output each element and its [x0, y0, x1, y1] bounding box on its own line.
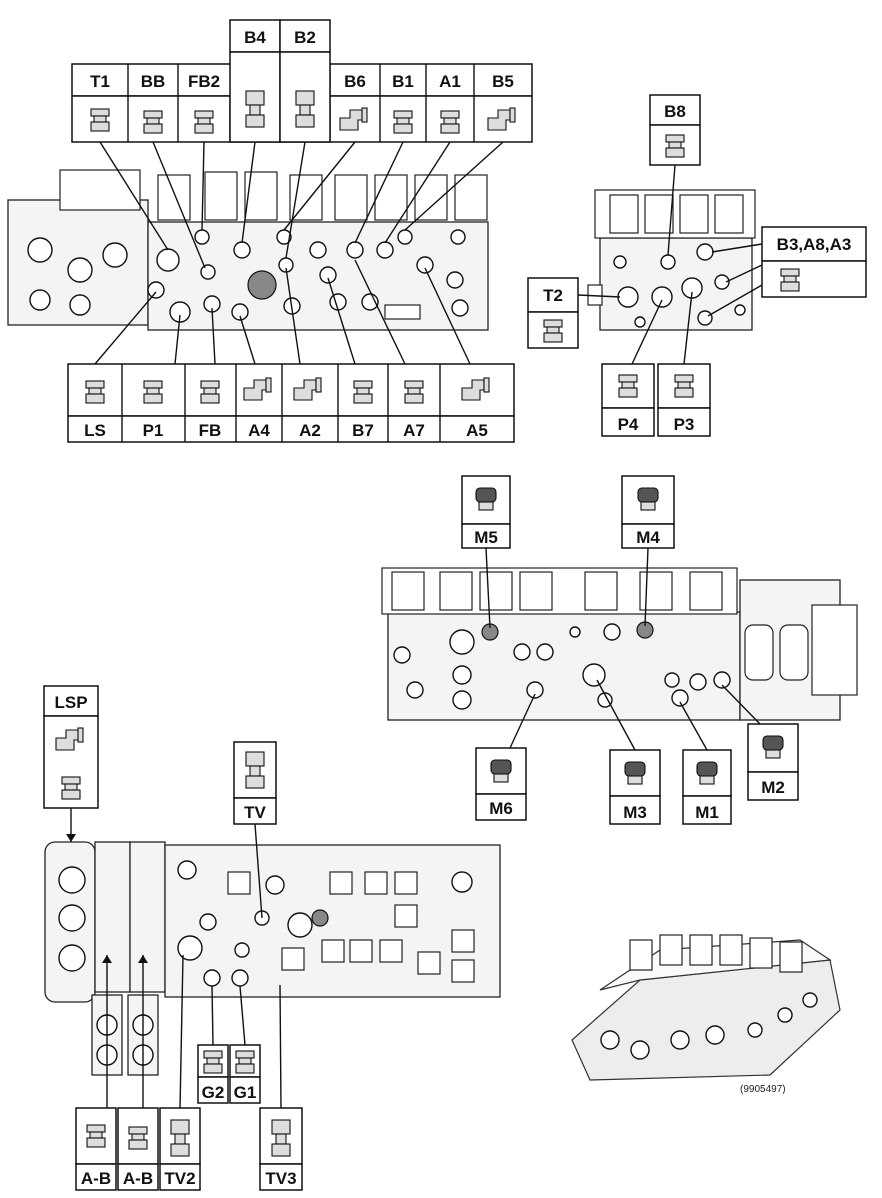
figure-number: (9905497): [740, 1084, 786, 1095]
label-LS: LS: [84, 421, 106, 440]
label-A1: A1: [439, 72, 461, 91]
fitting-icon: [618, 374, 638, 398]
label-TV3: TV3: [265, 1169, 296, 1188]
solenoid-row: [157, 171, 488, 221]
label-B5: B5: [492, 72, 514, 91]
label-B8: B8: [664, 102, 686, 121]
label-G2: G2: [202, 1083, 225, 1102]
label-M4: M4: [636, 528, 660, 547]
valve3-labels: M5 M4 M6 M3 M1 M2: [461, 475, 799, 825]
label-FB: FB: [199, 421, 222, 440]
label-B1: B1: [392, 72, 414, 91]
label-B6: B6: [344, 72, 366, 91]
fitting-icon: [353, 380, 373, 404]
fitting-icon: [200, 380, 220, 404]
label-FB2: FB2: [188, 72, 220, 91]
label-P3: P3: [674, 415, 695, 434]
fitting-icon: [143, 110, 163, 134]
valve1-leaders-bottom: [94, 259, 471, 365]
label-LSP: LSP: [54, 693, 87, 712]
capped-fitting-icon: [637, 487, 659, 511]
label-B4: B4: [244, 28, 266, 47]
fitting-icon: [404, 380, 424, 404]
capped-fitting-icon: [696, 761, 718, 785]
label-M3: M3: [623, 803, 647, 822]
label-BB: BB: [141, 72, 166, 91]
label-A4: A4: [248, 421, 270, 440]
capped-fitting-icon: [490, 759, 512, 783]
fitting-icon: [143, 380, 163, 404]
label-A-B-1: A-B: [81, 1169, 111, 1188]
fitting-icon: [90, 108, 110, 132]
fitting-icon: [85, 380, 105, 404]
label-B2: B2: [294, 28, 316, 47]
label-TV: TV: [244, 803, 266, 822]
fitting-icon: [61, 776, 81, 800]
fitting-icon: [665, 134, 685, 158]
fitting-icon: [194, 110, 214, 134]
fitting-icon: [128, 1126, 148, 1150]
label-A7: A7: [403, 421, 425, 440]
label-P4: P4: [618, 415, 639, 434]
label-M1: M1: [695, 803, 719, 822]
valve-assembly-middle: [381, 567, 858, 721]
fitting-icon: [393, 110, 413, 134]
fitting-icon: [674, 374, 694, 398]
capped-fitting-icon: [624, 761, 646, 785]
label-B7: B7: [352, 421, 374, 440]
label-T1: T1: [90, 72, 110, 91]
valve-assembly-bottom: [44, 841, 501, 1076]
fitting-icon: [203, 1050, 223, 1074]
isometric-overview-image: (9905497): [571, 934, 841, 1095]
valve-assembly-secondary: [587, 189, 756, 331]
label-TV2: TV2: [164, 1169, 195, 1188]
label-M6: M6: [489, 799, 513, 818]
capped-fitting-icon: [762, 735, 784, 759]
label-G1: G1: [234, 1083, 257, 1102]
label-A2: A2: [299, 421, 321, 440]
fitting-icon: [543, 319, 563, 343]
valve1-leaders-top: [99, 141, 504, 269]
fitting-icon: [235, 1050, 255, 1074]
label-A-B-2: A-B: [123, 1169, 153, 1188]
valve1-bottom-labels: LS P1 FB A4 A2 B7 A7 A5: [67, 363, 515, 443]
capped-fitting-icon: [475, 487, 497, 511]
fitting-icon: [780, 268, 800, 292]
fitting-icon: [86, 1124, 106, 1148]
label-M5: M5: [474, 528, 498, 547]
valve2-labels: B8 B3,A8,A3 T2 P4 P3: [527, 94, 867, 437]
label-P1: P1: [143, 421, 164, 440]
label-A5: A5: [466, 421, 488, 440]
valve4-labels: LSP TV G2 G1 A-B A-B TV2 TV3: [43, 685, 303, 1191]
fitting-icon: [440, 110, 460, 134]
label-B3-A8-A3: B3,A8,A3: [777, 235, 852, 254]
label-M2: M2: [761, 778, 785, 797]
valve1-top-labels: T1 BB FB2 B4 B2 B6 B1 A1 B5: [71, 19, 533, 143]
valve-assembly-main: [7, 169, 489, 331]
label-T2: T2: [543, 286, 563, 305]
